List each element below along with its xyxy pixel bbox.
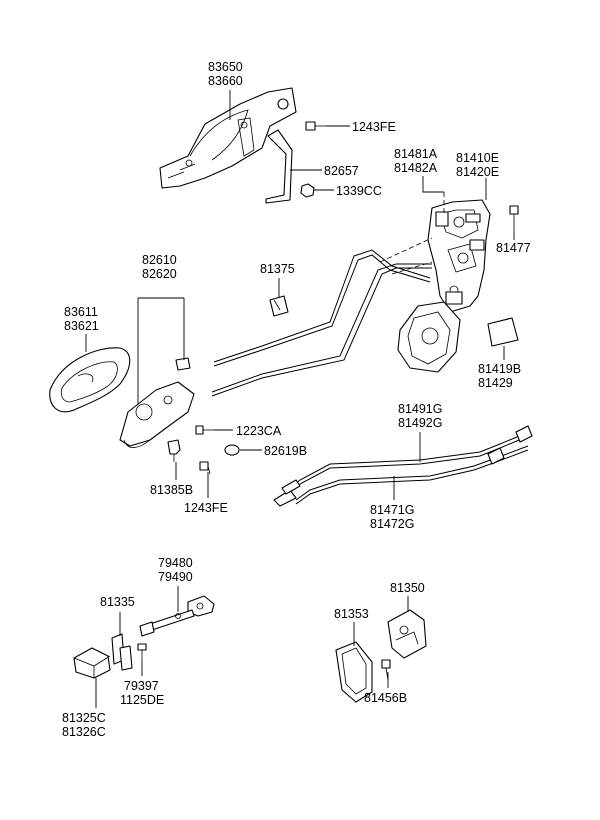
inside-handle [119, 357, 195, 448]
label-79490: 79490 [158, 570, 193, 584]
block-81325c [73, 647, 111, 679]
label-81482a: 81482A [394, 161, 438, 175]
label-83611: 83611 [64, 305, 98, 319]
label-81325c: 81325C [62, 711, 106, 725]
label-81419b: 81419B [478, 362, 521, 376]
outside-handle-assembly [159, 87, 297, 189]
label-81477: 81477 [496, 241, 531, 255]
label-83650: 83650 [208, 60, 243, 74]
label-81492g: 81492G [398, 416, 442, 430]
screw-1223ca [195, 425, 214, 435]
label-81375: 81375 [260, 262, 295, 276]
screw-1243fe-bottom [199, 461, 211, 475]
screw-81456b [381, 659, 391, 681]
rod-81375 [211, 237, 433, 397]
label-81471g: 81471G [370, 503, 414, 517]
screw-79397 [137, 643, 147, 662]
label-81326c: 81326C [62, 725, 106, 739]
striker-81350 [387, 609, 427, 659]
label-81420e: 81420E [456, 165, 499, 179]
inside-handle-bezel [49, 347, 131, 413]
plate-81353 [335, 641, 373, 703]
screw-1243fe-top [305, 121, 326, 131]
label-81429: 81429 [478, 376, 513, 390]
label-81353: 81353 [334, 607, 369, 621]
label-82620: 82620 [142, 267, 177, 281]
label-81410e: 81410E [456, 151, 499, 165]
part-labels: 83650 83660 1243FE 82657 1339CC 81481A 8… [62, 60, 531, 739]
pad-81419b [487, 317, 519, 347]
label-81350: 81350 [390, 581, 425, 595]
label-1125de: 1125DE [120, 693, 164, 707]
label-1243fe-bottom: 1243FE [184, 501, 228, 515]
label-82619b: 82619B [264, 444, 307, 458]
label-1223ca: 1223CA [236, 424, 282, 438]
lock-rod-assembly [139, 595, 215, 637]
label-81335: 81335 [100, 595, 135, 609]
label-83621: 83621 [64, 319, 99, 333]
label-82610: 82610 [142, 253, 177, 267]
label-79480: 79480 [158, 556, 193, 570]
screw-81477 [509, 205, 519, 232]
label-79397: 79397 [124, 679, 159, 693]
label-81481a: 81481A [394, 147, 438, 161]
rod-82657 [265, 129, 293, 204]
label-1243fe-top: 1243FE [352, 120, 396, 134]
label-81472g: 81472G [370, 517, 414, 531]
label-81491g: 81491G [398, 402, 442, 416]
label-81456b: 81456B [364, 691, 407, 705]
fastener-81385b [167, 439, 181, 462]
label-83660: 83660 [208, 74, 243, 88]
label-82657: 82657 [324, 164, 359, 178]
door-latch-assembly [397, 199, 491, 373]
label-1339cc: 1339CC [336, 184, 382, 198]
cable-assembly [273, 425, 533, 507]
clip-81335 [111, 633, 133, 671]
label-81385b: 81385B [150, 483, 193, 497]
nut-1339cc [300, 183, 315, 198]
cap-82619b [224, 444, 240, 456]
